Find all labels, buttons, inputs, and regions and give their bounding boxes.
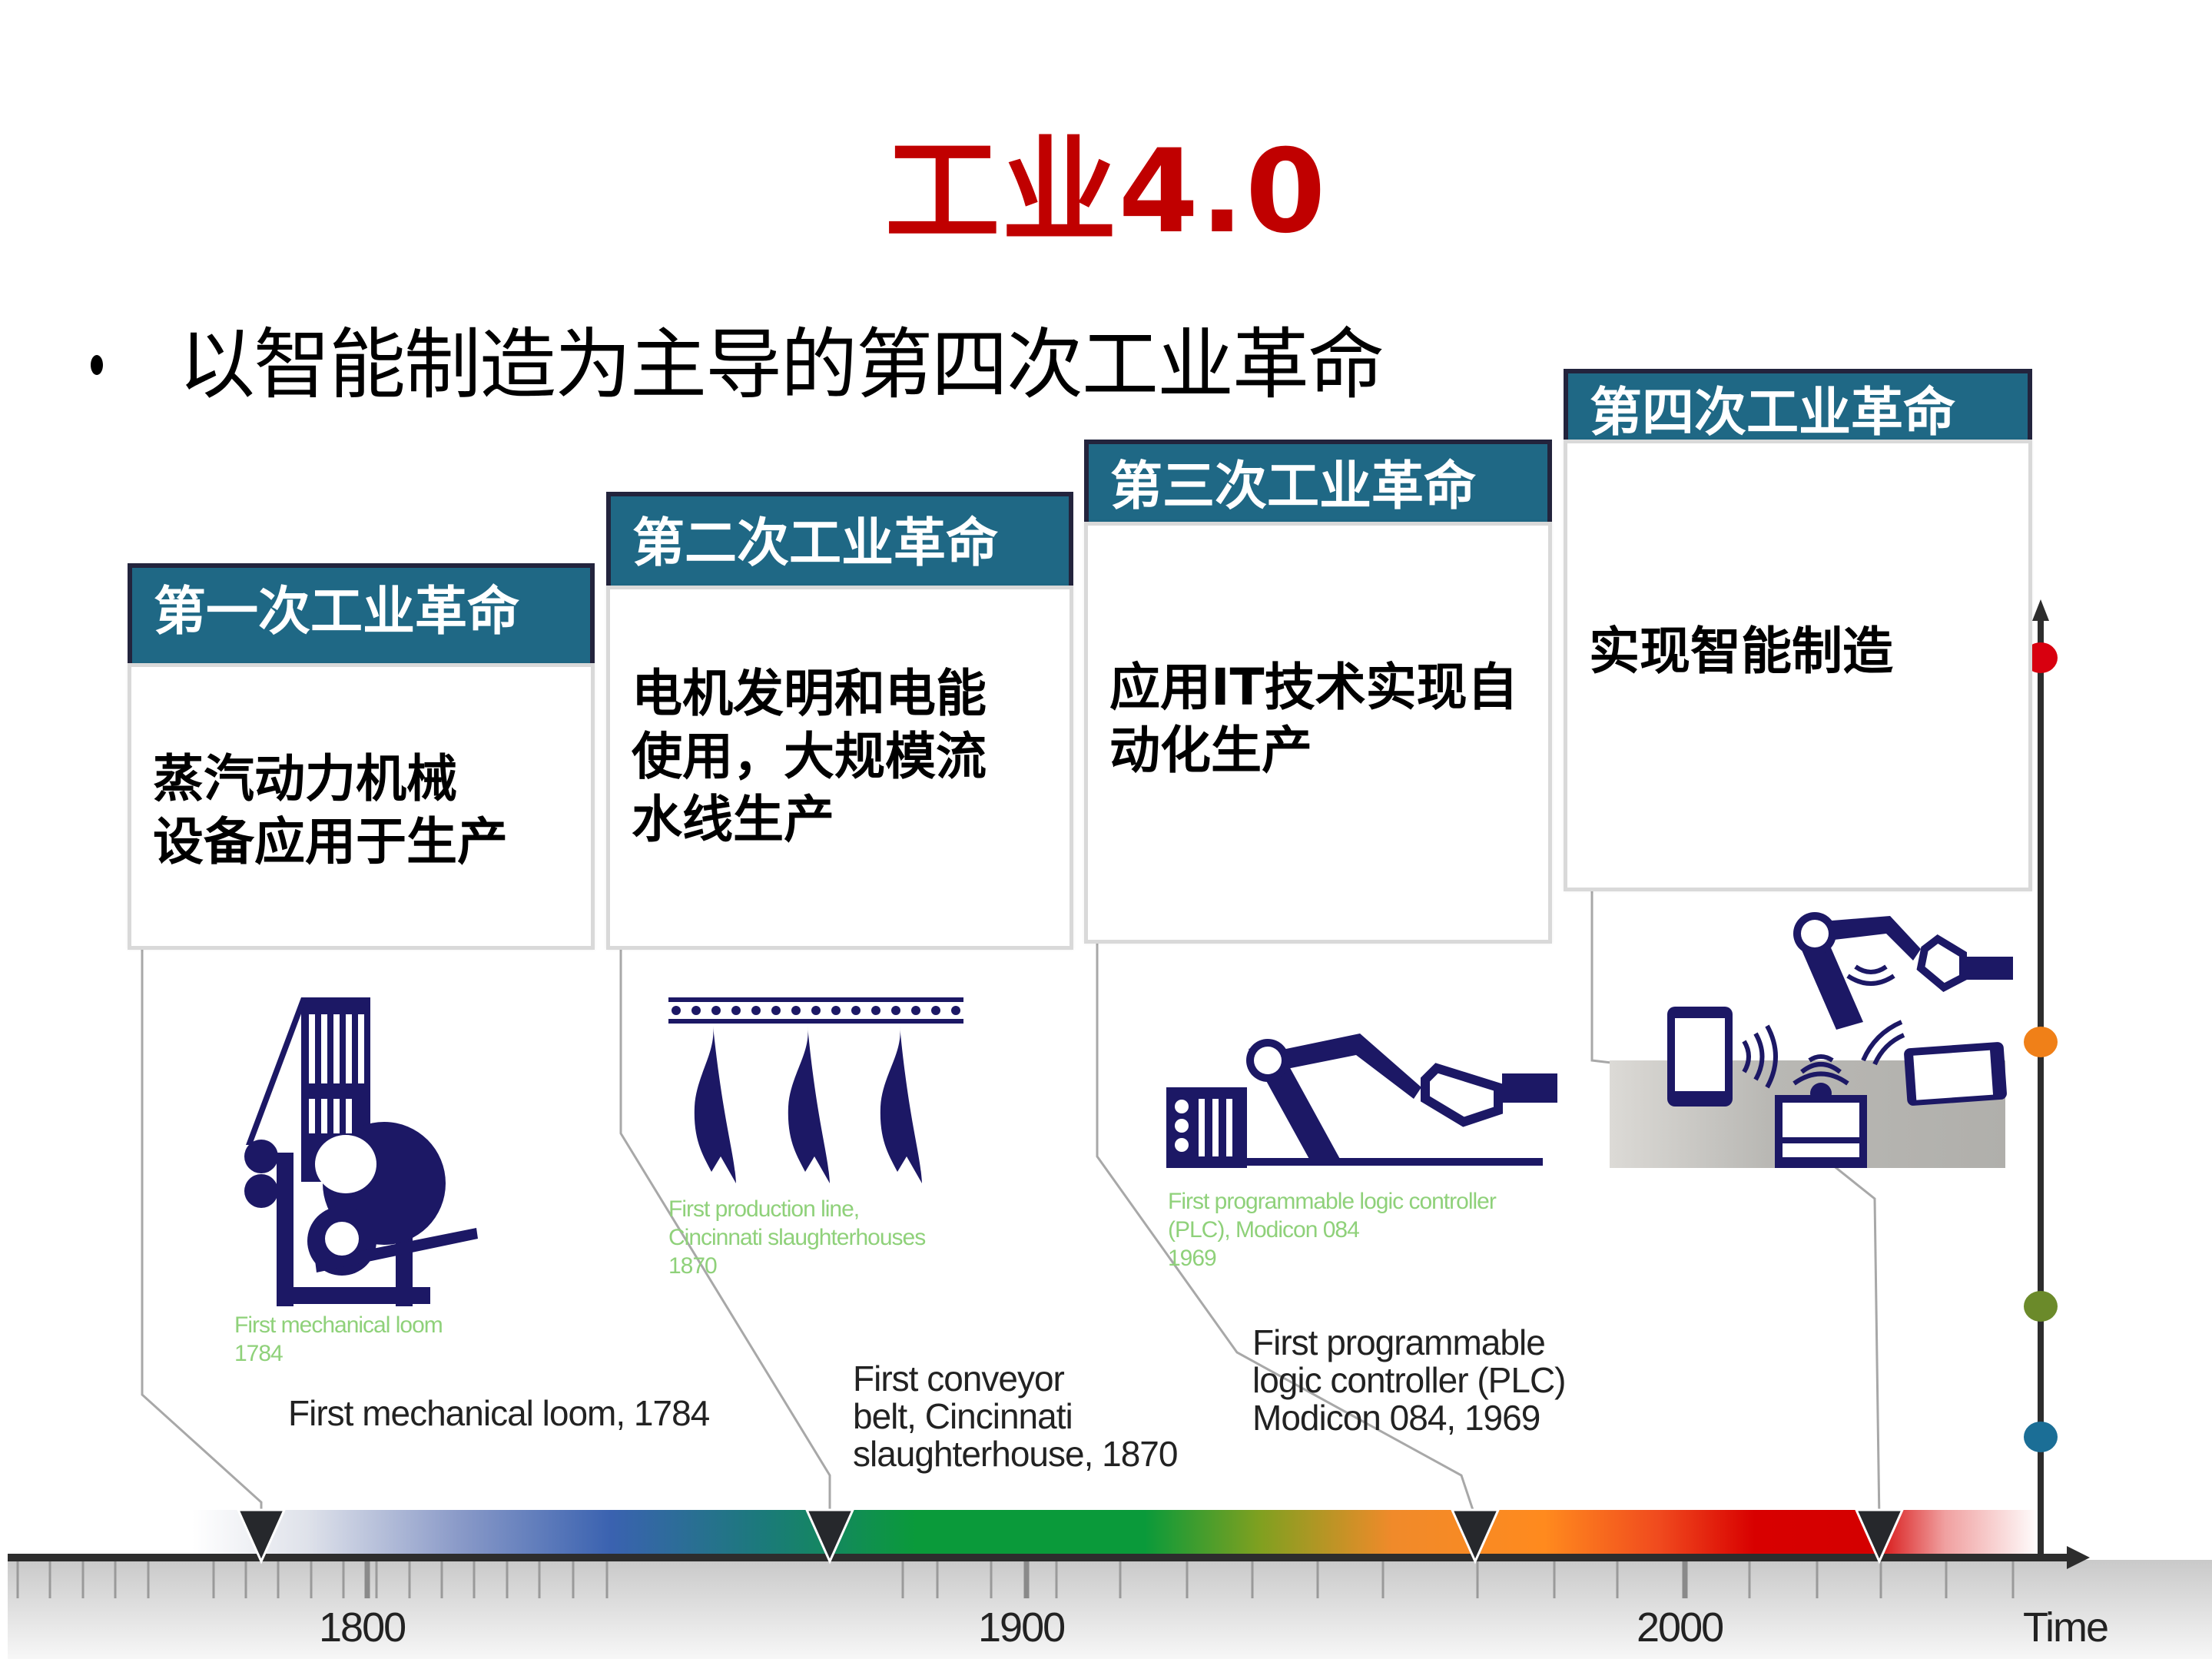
card-text: 实现智能制造 bbox=[1589, 622, 1893, 681]
connected-devices-icon bbox=[1667, 912, 2013, 1168]
card-first-revolution: 第一次工业革命 蒸汽动力机械 设备应用于生产 bbox=[128, 563, 595, 950]
blue-dot bbox=[2024, 1422, 2058, 1452]
conveyor-line-icon bbox=[668, 997, 963, 1183]
card-text: 电机发明和电能 使用，大规模流 水线生产 bbox=[632, 664, 987, 849]
card-body: 电机发明和电能 使用，大规模流 水线生产 bbox=[606, 586, 1073, 950]
card-body: 应用IT技术实现自 动化生产 bbox=[1084, 522, 1552, 944]
slide-title: 工业4.0 bbox=[884, 125, 1328, 259]
illustration-caption: First mechanical loom 1784 bbox=[234, 1312, 443, 1366]
mechanical-loom-icon bbox=[244, 997, 478, 1306]
bullet-text: 以智能制造为主导的第四次工业革命 bbox=[178, 320, 1385, 410]
card-header: 第一次工业革命 bbox=[128, 563, 595, 663]
tick-label-1900: 1900 bbox=[978, 1604, 1066, 1651]
illustration-caption: First programmable logic controller (PLC… bbox=[1168, 1189, 1497, 1271]
green-dot bbox=[2024, 1291, 2058, 1322]
card-fourth-revolution: 第四次工业革命 实现智能制造 bbox=[1564, 369, 2032, 891]
time-axis-label: Time bbox=[2023, 1604, 2109, 1651]
card-second-revolution: 第二次工业革命 电机发明和电能 使用，大规模流 水线生产 bbox=[606, 492, 1073, 950]
card-body: 蒸汽动力机械 设备应用于生产 bbox=[128, 663, 595, 950]
tick-label-2000: 2000 bbox=[1637, 1604, 1724, 1651]
card-text: 蒸汽动力机械 设备应用于生产 bbox=[153, 749, 508, 871]
plc-robot-arm-icon bbox=[1166, 1034, 1557, 1168]
milestone-label: First mechanical loom, 1784 bbox=[288, 1393, 710, 1433]
milestone-label: First programmable logic controller (PLC… bbox=[1252, 1322, 1566, 1438]
bullet-item: 以智能制造为主导的第四次工业革命 bbox=[91, 315, 1385, 415]
illustration-caption: First production line, Cincinnati slaugh… bbox=[668, 1196, 926, 1279]
card-header: 第二次工业革命 bbox=[606, 492, 1073, 596]
milestone-label: First conveyor belt, Cincinnati slaughte… bbox=[853, 1359, 1178, 1474]
card-body: 实现智能制造 bbox=[1564, 440, 2032, 891]
card-text: 应用IT技术实现自 动化生产 bbox=[1109, 658, 1518, 780]
bullet-icon bbox=[91, 355, 103, 375]
orange-dot bbox=[2024, 1027, 2058, 1057]
card-third-revolution: 第三次工业革命 应用IT技术实现自 动化生产 bbox=[1084, 440, 1552, 944]
tick-label-1800: 1800 bbox=[319, 1604, 406, 1651]
